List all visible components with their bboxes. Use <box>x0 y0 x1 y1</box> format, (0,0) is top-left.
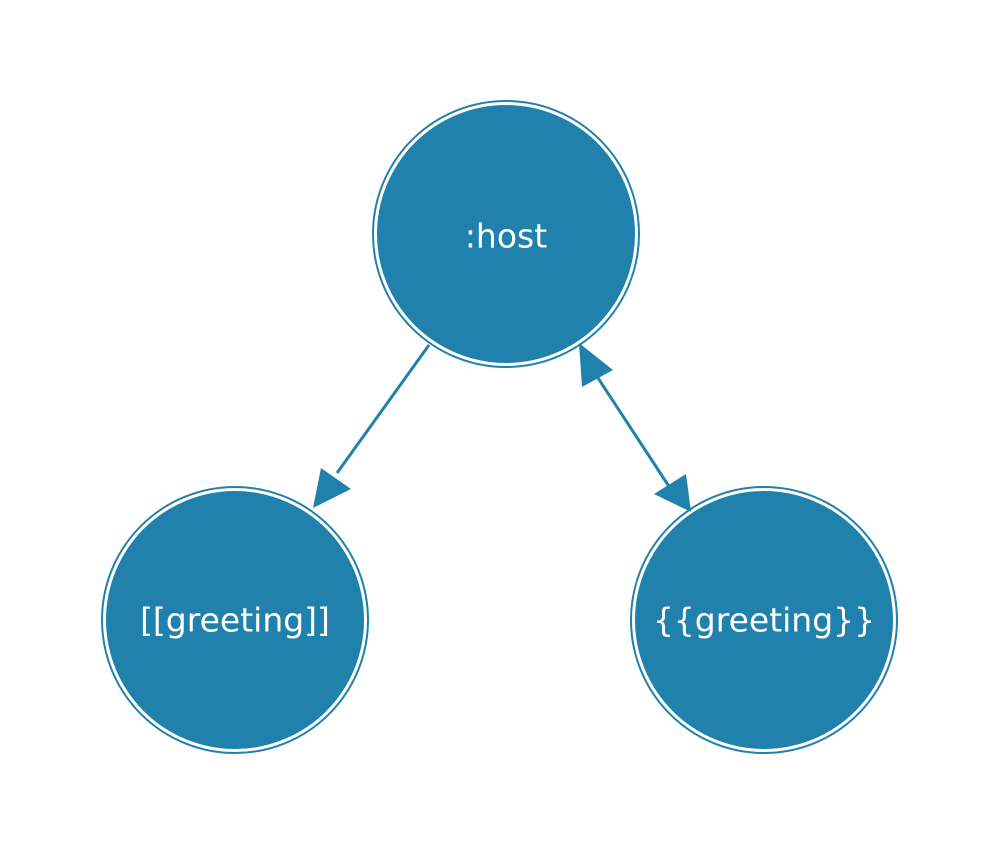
arrowhead-down-right <box>654 474 691 512</box>
node-one-way-binding[interactable]: [[greeting]] <box>101 486 369 754</box>
node-circle <box>635 491 893 749</box>
node-outer-ring <box>101 486 369 754</box>
edge-line <box>335 344 431 474</box>
arrowhead-down-left <box>313 468 351 508</box>
node-two-way-binding[interactable]: {{greeting}} <box>630 486 898 754</box>
node-label: {{greeting}} <box>653 601 875 640</box>
node-host[interactable]: :host <box>372 100 640 368</box>
node-outer-ring <box>630 486 898 754</box>
node-circle <box>106 491 364 749</box>
edge-host-to-two-way <box>579 343 691 512</box>
arrowhead-up <box>579 343 613 387</box>
node-circle <box>377 105 635 363</box>
node-label: :host <box>465 217 547 256</box>
node-label: [[greeting]] <box>140 601 330 640</box>
edge-line <box>596 377 672 489</box>
edge-host-to-one-way <box>313 344 431 508</box>
node-outer-ring <box>372 100 640 368</box>
